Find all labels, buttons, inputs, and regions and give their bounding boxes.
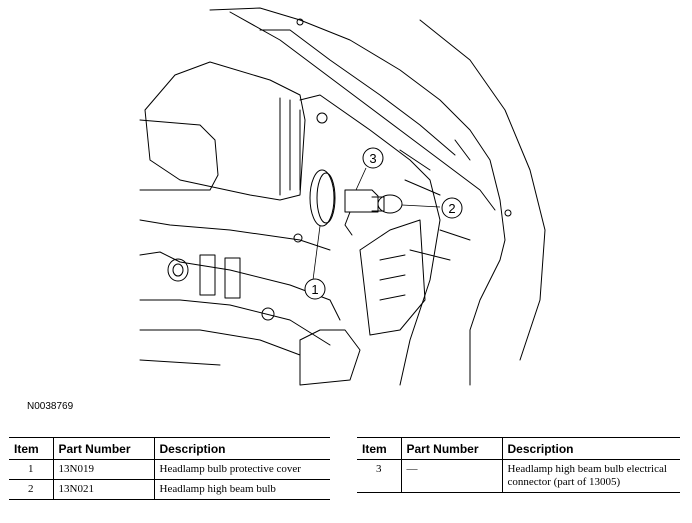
- bolt-upper: [316, 112, 328, 124]
- detail-lines: [399, 139, 471, 261]
- fender-outline: [209, 7, 506, 386]
- row-description: Headlamp bulb protective cover: [153, 459, 330, 480]
- hose-section: [199, 254, 241, 299]
- table-row: 1 13N019 Headlamp bulb protective cover: [9, 459, 330, 480]
- headlamp-bulb: [377, 194, 403, 214]
- housing-top-edge: [229, 11, 496, 211]
- lower-panel: [139, 329, 301, 366]
- row-part-number: —: [400, 459, 502, 493]
- row-description: Headlamp high beam bulb electrical conne…: [501, 459, 680, 493]
- hose-lower: [139, 251, 341, 321]
- connector-wire: [344, 211, 353, 236]
- leader-1: [312, 225, 321, 281]
- callout-3: 3: [362, 147, 384, 169]
- bolt-top: [296, 18, 304, 26]
- bolt-lower: [261, 307, 275, 321]
- mount-bracket: [359, 219, 426, 336]
- lower-bracket: [299, 329, 361, 386]
- header-description: Description: [501, 437, 680, 460]
- header-description: Description: [153, 437, 330, 460]
- protective-cover: [309, 169, 335, 227]
- header-item: Item: [357, 437, 401, 460]
- mount-slots: [379, 254, 406, 301]
- header-item: Item: [9, 437, 53, 460]
- svg-text:3: 3: [369, 151, 376, 166]
- housing-frame: [259, 29, 456, 156]
- row-item: 1: [9, 459, 53, 480]
- svg-text:2: 2: [448, 201, 455, 216]
- hose-clamp: [167, 258, 189, 282]
- hose-clamp-inner: [172, 263, 184, 277]
- header-part-number: Part Number: [400, 437, 502, 460]
- bulb-connector: [344, 189, 379, 213]
- bulb-base: [371, 196, 385, 212]
- bolt-fender: [504, 209, 512, 217]
- row-part-number: 13N019: [52, 459, 154, 480]
- svg-text:1: 1: [311, 282, 318, 297]
- parts-table-left: Item Part Number Description 1 13N019 He…: [9, 437, 330, 500]
- leader-3: [355, 167, 367, 191]
- protective-cover-rim: [316, 172, 336, 224]
- fender-inner-edge: [419, 19, 546, 361]
- air-box: [144, 61, 306, 201]
- headlamp-assembly-diagram: 1 2 3: [139, 7, 546, 386]
- row-item: 3: [357, 459, 401, 493]
- hose-left: [139, 219, 331, 251]
- hose-lower-2: [139, 299, 331, 346]
- callout-2: 2: [441, 197, 463, 219]
- table-row: 2 13N021 Headlamp high beam bulb: [9, 479, 330, 500]
- housing-lower-edge: [299, 94, 441, 386]
- air-box-rib: [279, 97, 301, 196]
- row-item: 2: [9, 479, 53, 500]
- parts-table-right: Item Part Number Description 3 — Headlam…: [357, 437, 680, 493]
- leader-2: [401, 204, 441, 208]
- header-part-number: Part Number: [52, 437, 154, 460]
- callout-1: 1: [304, 278, 326, 300]
- figure-id: N0038769: [27, 401, 74, 412]
- row-description: Headlamp high beam bulb: [153, 479, 330, 500]
- hose-upper: [139, 119, 219, 191]
- bolt-mid: [293, 233, 303, 243]
- table-row: 3 — Headlamp high beam bulb electrical c…: [357, 459, 680, 493]
- row-part-number: 13N021: [52, 479, 154, 500]
